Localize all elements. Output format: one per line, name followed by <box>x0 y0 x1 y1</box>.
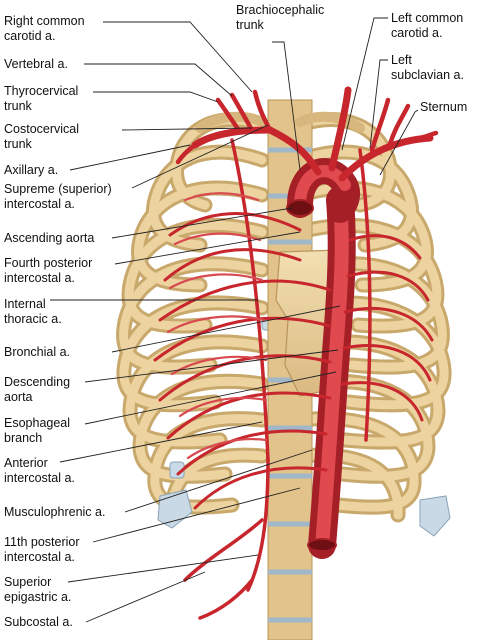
label-line: subclavian a. <box>391 68 464 82</box>
label-line: trunk <box>4 99 32 113</box>
musculophrenic-vessel <box>183 518 264 582</box>
label-supreme-intercostal: Supreme (superior) intercostal a. <box>4 182 112 212</box>
label-line: thoracic a. <box>4 312 62 326</box>
label-line: Ascending aorta <box>4 231 95 245</box>
label-brachiocephalic-trunk: Brachiocephalic trunk <box>236 3 324 33</box>
label-line: Esophageal <box>4 416 71 430</box>
descending-aorta-highlight <box>315 193 349 552</box>
label-line: Vertebral a. <box>4 57 68 71</box>
label-line: trunk <box>236 18 264 32</box>
label-left-subclavian: Left subclavian a. <box>391 53 464 83</box>
label-line: intercostal a. <box>4 550 75 564</box>
anterior-intercostals <box>166 192 268 460</box>
superior-epigastric-vessel <box>198 578 254 620</box>
leader-lines <box>50 17 419 623</box>
label-line: Axillary a. <box>4 163 59 177</box>
label-descending-aorta: Descending aorta <box>4 375 70 405</box>
label-superior-epigastric: Superior epigastric a. <box>4 575 71 605</box>
label-thyrocervical: Thyrocervical trunk <box>4 84 78 114</box>
arteries <box>153 86 439 620</box>
axillary-vessel <box>175 142 198 165</box>
label-line: Left common <box>391 11 464 25</box>
label-line: intercostal a. <box>4 271 75 285</box>
internal-thoracic-left-vessel <box>358 148 372 442</box>
label-eleventh-posterior-intercostal: 11th posterior intercostal a. <box>4 535 80 565</box>
first-rib-left <box>195 111 267 133</box>
label-musculophrenic: Musculophrenic a. <box>4 505 105 520</box>
label-line: Supreme (superior) <box>4 182 112 196</box>
label-line: intercostal a. <box>4 471 75 485</box>
thyrocervical-vessel <box>215 97 243 135</box>
label-line: Musculophrenic a. <box>4 505 106 519</box>
label-line: Bronchial a. <box>4 345 71 359</box>
label-line: Internal <box>4 297 46 311</box>
label-sternum: Sternum <box>420 100 467 115</box>
vertebral-vessel <box>229 92 255 133</box>
label-line: trunk <box>4 137 32 151</box>
label-line: intercostal a. <box>4 197 75 211</box>
label-line: carotid a. <box>4 29 56 43</box>
label-line: Left <box>391 53 412 67</box>
left-common-carotid-vessel <box>328 86 352 172</box>
label-line: Anterior <box>4 456 48 470</box>
right-common-carotid-vessel <box>252 89 273 133</box>
brachiocephalic-trunk-vessel <box>266 126 322 176</box>
descending-aorta-cut <box>307 538 337 552</box>
label-line: Thyrocervical <box>4 84 79 98</box>
label-line: Sternum <box>420 100 468 114</box>
label-anterior-intercostal: Anterior intercostal a. <box>4 456 75 486</box>
label-fourth-posterior-intercostal: Fourth posterior intercostal a. <box>4 256 92 286</box>
label-line: carotid a. <box>391 26 443 40</box>
first-rib-right <box>295 111 365 133</box>
left-axillary-vessel <box>417 130 439 141</box>
label-line: Subcostal a. <box>4 615 73 629</box>
left-thyrocervical-vessel <box>387 103 411 147</box>
label-esophageal-branch: Esophageal branch <box>4 416 70 446</box>
label-line: aorta <box>4 390 33 404</box>
label-line: epigastric a. <box>4 590 72 604</box>
label-ascending-aorta: Ascending aorta <box>4 231 94 246</box>
label-costocervical: Costocervical trunk <box>4 122 79 152</box>
label-internal-thoracic: Internal thoracic a. <box>4 297 62 327</box>
label-line: 11th posterior <box>4 535 80 549</box>
internal-thoracic-right-vessel <box>230 138 270 592</box>
label-line: Costocervical <box>4 122 80 136</box>
label-right-common-carotid: Right common carotid a. <box>4 14 85 44</box>
ascending-aorta-cut <box>286 199 314 217</box>
posterior-intercostals <box>153 212 434 510</box>
label-line: Right common <box>4 14 85 28</box>
rib-cage <box>116 112 452 523</box>
label-line: Descending <box>4 375 71 389</box>
right-subclavian-vessel <box>191 126 274 149</box>
label-line: Brachiocephalic <box>236 3 325 17</box>
label-subcostal: Subcostal a. <box>4 615 73 630</box>
label-axillary: Axillary a. <box>4 163 58 178</box>
label-vertebral: Vertebral a. <box>4 57 68 72</box>
label-line: branch <box>4 431 43 445</box>
left-vertebral-vessel <box>369 97 391 153</box>
label-line: Fourth posterior <box>4 256 93 270</box>
label-bronchial: Bronchial a. <box>4 345 70 360</box>
label-left-common-carotid: Left common carotid a. <box>391 11 463 41</box>
label-line: Superior <box>4 575 52 589</box>
